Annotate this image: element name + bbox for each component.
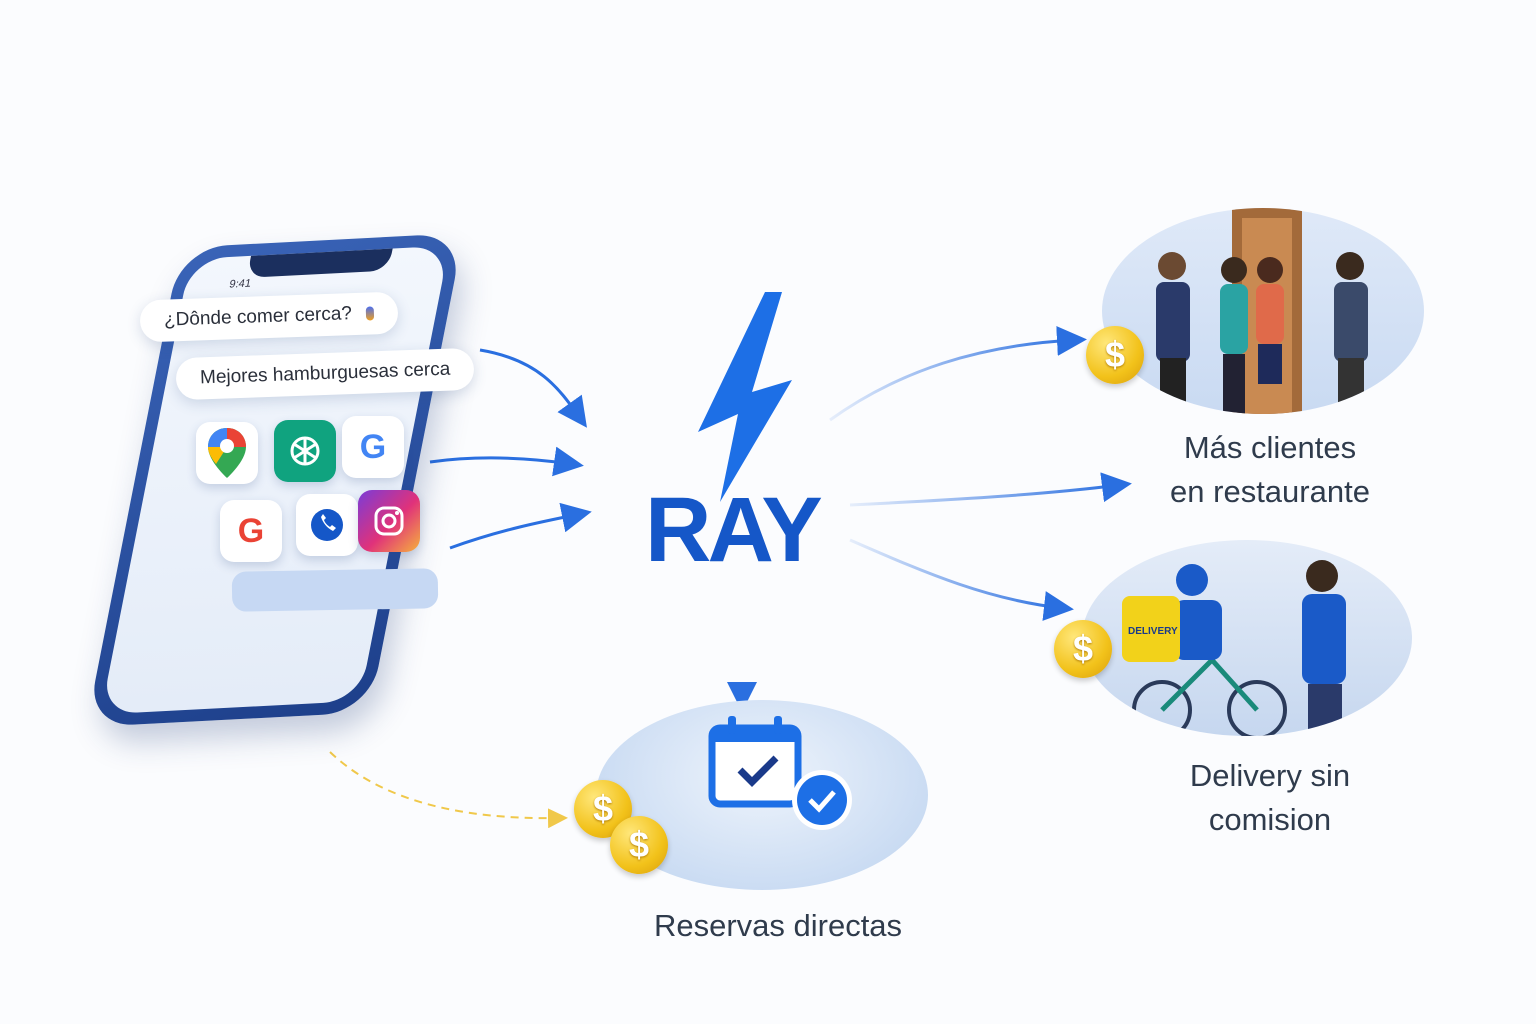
arrow-ray-to-restaurant xyxy=(829,325,1087,422)
restaurant-scene xyxy=(1102,208,1424,414)
suggestion-text: Mejores hamburguesas cerca xyxy=(199,358,451,389)
maps-icon[interactable] xyxy=(196,422,258,484)
lightning-icon xyxy=(698,292,792,502)
search-query-text: ¿Dônde comer cerca? xyxy=(163,303,353,331)
search-query-bubble[interactable]: ¿Dônde comer cerca? xyxy=(139,291,399,343)
coin-icon: $ xyxy=(574,780,632,838)
people xyxy=(1156,252,1368,414)
restaurant-label-line2: en restaurante xyxy=(1170,474,1370,509)
delivery-scene: DELIVERY xyxy=(1082,540,1412,736)
delivery-label-line2: comision xyxy=(1208,802,1332,837)
restaurant-label: Más clientes en restaurante xyxy=(1120,426,1420,514)
mic-icon xyxy=(365,306,375,321)
status-time: 9:41 xyxy=(228,277,253,291)
coin-icon: $ xyxy=(610,816,668,874)
phone-chat-icon[interactable] xyxy=(296,494,358,556)
restaurant-label-line1: Más clientes xyxy=(1183,430,1357,465)
phone-notch xyxy=(246,248,393,278)
ray-logo: RAY xyxy=(645,479,823,581)
arrow-apps2-to-ray xyxy=(449,502,592,550)
arrow-apps-to-ray xyxy=(429,446,584,477)
delivery-label-line1: Delivery sin xyxy=(1189,758,1351,793)
coin-icon: $ xyxy=(1086,326,1144,384)
calendar-icon xyxy=(708,716,802,808)
arrow-phone-to-reservations xyxy=(329,751,568,829)
google-icon-2[interactable]: G xyxy=(220,500,282,562)
chatgpt-icon[interactable] xyxy=(274,420,336,482)
delivery-label: Delivery sin comision xyxy=(1120,754,1420,842)
arrow-ray-to-clients xyxy=(849,472,1132,507)
arrow-query-to-ray xyxy=(479,348,587,428)
checkmark-icon xyxy=(792,770,852,830)
reservations-scene xyxy=(596,700,928,890)
phone-input-bar[interactable] xyxy=(231,568,439,612)
delivery-bag-text: DELIVERY xyxy=(1128,626,1178,637)
coin-icon: $ xyxy=(1054,620,1112,678)
reservations-label: Reservas directas xyxy=(653,908,903,943)
instagram-icon[interactable] xyxy=(358,490,420,552)
arrow-ray-to-delivery xyxy=(849,538,1074,621)
google-icon[interactable]: G xyxy=(342,416,404,478)
